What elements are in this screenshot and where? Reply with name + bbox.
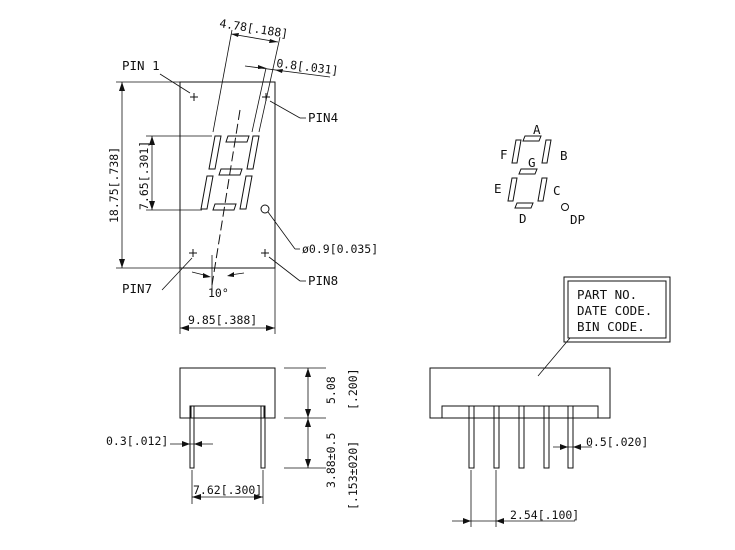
segment-c — [239, 175, 253, 210]
segment-label-c: C — [553, 183, 561, 198]
front-lead-5 — [567, 405, 574, 469]
pin1-label: PIN 1 — [122, 58, 160, 73]
decimal-point — [260, 204, 270, 214]
pitch-label: 2.54[.100] — [510, 508, 579, 522]
segment-label-dp: DP — [570, 212, 585, 227]
front-body-recess — [441, 405, 599, 418]
pin4-label: PIN4 — [308, 110, 338, 125]
segment-label-g: G — [528, 155, 536, 170]
legend-segment-e — [507, 177, 518, 202]
lead-length-in-label: [.153±020] — [346, 441, 360, 510]
width-label: 9.85[.388] — [188, 313, 257, 327]
pin1-mark — [190, 93, 198, 101]
side-view: 0.3[.012] 7.62[.300] 5.08 [.200] 3.88±0.… — [106, 367, 360, 510]
legend-segment-g — [518, 168, 538, 175]
segment-f — [208, 135, 222, 170]
legend-segment-f — [511, 139, 522, 164]
segment-e — [200, 175, 214, 210]
segment-label-f: F — [500, 147, 508, 162]
side-body — [179, 367, 276, 419]
label-bin-code: BIN CODE. — [577, 319, 645, 334]
digit-width-label: 4.78[.188] — [219, 16, 290, 41]
segment-label-d: D — [519, 211, 527, 226]
front-lead-3 — [518, 405, 525, 469]
segment-label-b: B — [560, 148, 568, 163]
top-view: PIN 1 PIN4 PIN7 PIN8 4.78[.188] 0.8[.031… — [107, 16, 378, 334]
legend-decimal-point — [561, 203, 569, 211]
legend-segment-d — [514, 202, 534, 209]
front-lead-4 — [543, 405, 550, 469]
lead-thickness-label: 0.3[.012] — [106, 434, 168, 448]
segment-label-e: E — [494, 181, 502, 196]
slant-centerline — [211, 109, 241, 286]
pin7-label: PIN7 — [122, 281, 152, 296]
label-date-code: DATE CODE. — [577, 303, 652, 318]
front-lead-2 — [493, 405, 500, 469]
side-body-recess — [190, 405, 265, 418]
body-height-in-label: [.200] — [346, 368, 360, 410]
segment-legend: A B C D E F G DP — [494, 122, 585, 227]
segment-label-a: A — [533, 122, 541, 137]
legend-segment-b — [541, 139, 552, 164]
label-box-outer — [563, 276, 671, 343]
front-body — [429, 367, 611, 419]
body-height-label: 5.08 — [324, 376, 338, 404]
label-box-leader — [537, 337, 571, 377]
legend-segment-a — [522, 135, 542, 142]
digit-height-label: 7.65[.301] — [137, 141, 151, 210]
segment-a — [225, 135, 250, 143]
side-lead-left — [189, 405, 195, 469]
pin8-mark — [261, 249, 269, 257]
digit-segments — [200, 135, 270, 214]
segment-b — [246, 135, 260, 170]
label-part-no: PART NO. — [577, 287, 637, 302]
label-box-inner — [567, 280, 667, 339]
package-outline — [179, 81, 276, 269]
row-spacing-label: 7.62[.300] — [193, 483, 262, 497]
front-view: PART NO. DATE CODE. BIN CODE. 0.5[.020] … — [429, 276, 671, 527]
slant-angle-label: 10° — [208, 286, 229, 300]
front-lead-1 — [468, 405, 475, 469]
pin8-label: PIN8 — [308, 273, 338, 288]
lead-length-label: 3.88±0.5 — [324, 433, 338, 488]
dp-diameter-label: ø0.9[0.035] — [302, 242, 378, 256]
height-label: 18.75[.738] — [107, 147, 121, 223]
side-lead-right — [260, 405, 266, 469]
pin7-mark — [189, 249, 197, 257]
legend-segment-c — [537, 177, 548, 202]
lead-width-label: 0.5[.020] — [586, 435, 648, 449]
